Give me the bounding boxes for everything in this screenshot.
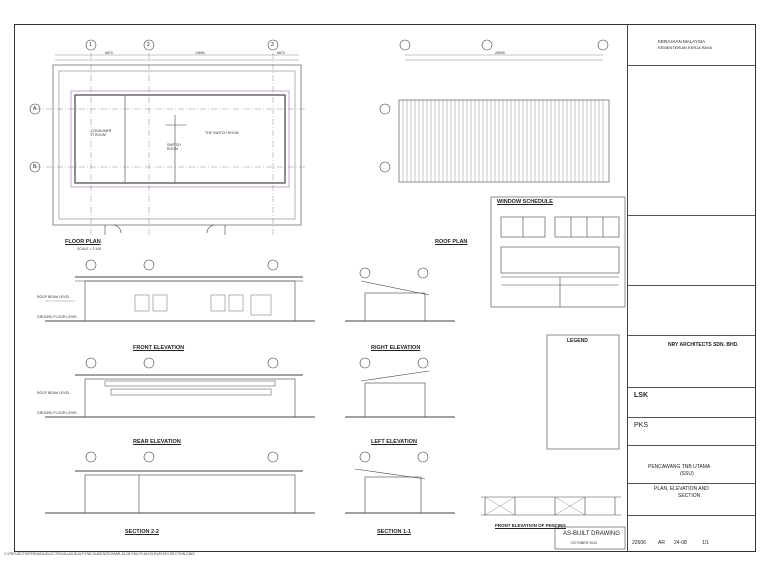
tb-ref: AR [658,540,665,546]
room-switch: THE SWITCH ROOM [205,131,239,135]
title-section-11: SECTION 1-1 [377,529,411,535]
title-floor-plan: FLOOR PLAN [65,239,101,245]
tb-project-2: (SSU) [680,471,694,477]
title-front-elevation: FRONT ELEVATION [133,345,185,351]
dim-1: 6670 [105,51,113,55]
as-built-label: AS-BUILT DRAWING [563,531,620,537]
title-fencing: FRONT ELEVATION OF FENCING [495,523,566,528]
title-window-schedule: WINDOW SCHEDULE [497,199,553,205]
tb-drawing-no: 22606 [632,540,646,546]
tb-project: PENCAWANG TNB UTAMA [648,464,711,470]
grid-label-b: B [33,164,37,170]
dim-2: 13650 [195,51,205,55]
title-rear-elevation: REAR ELEVATION [133,439,181,445]
legend-title: LEGEND [567,338,588,344]
room-switch-small: SWITCH ROOM [167,143,181,151]
dim-3: 6670 [277,51,285,55]
drawing-linework [29,39,626,550]
tb-consultant-nry: NRY ARCHITECTS SDN. BHD. [668,342,739,348]
tb-sheet: 24-08 [674,540,687,546]
title-roof-plan: ROOF PLAN [435,239,468,245]
level-roof-front: ROOF BEAM LEVEL [37,295,70,299]
tb-consultant-lsk: LSK [634,392,648,399]
level-ground-front: GROUND FLOOR LEVEL [37,315,78,319]
title-section-22: SECTION 2-2 [125,529,159,535]
grid-label-3: 3 [271,42,274,48]
tb-consultant-pks: PKS [634,422,649,429]
title-block: KERAJAAN MALAYSIA KEMENTERIAN KERJA RAYA… [628,25,755,551]
as-built-date: OCTOBER 2012 [571,541,598,545]
room-consumer: CONSUMER IT ROOM [91,129,112,137]
grid-label-2: 2 [147,42,150,48]
dim-4: 28990 [495,51,505,55]
drawing-sheet: 1 2 3 A B 6670 13650 6670 28990 CONSUMER… [14,24,756,552]
title-right-elevation: RIGHT ELEVATION [371,345,421,351]
tb-drawing-title: PLAN, ELEVATION AND [654,486,709,492]
level-ground-rear: GROUND FLOOR LEVEL [37,411,78,415]
tb-kerajaan: KERAJAAN MALAYSIA [658,39,706,44]
drawing-area: 1 2 3 A B 6670 13650 6670 28990 CONSUMER… [15,25,628,551]
scale-floor-plan: SCALE = 1:100 [77,247,102,251]
level-roof-rear: ROOF BEAM LEVEL [37,391,70,395]
tb-drawing-title-2: SECTION [678,493,701,499]
title-left-elevation: LEFT ELEVATION [371,439,417,445]
grid-label-a: A [33,106,37,112]
grid-label-1: 1 [89,42,92,48]
file-path-footer: C:\PROJECTS\PERSADA\ELECTRICAL\AS BUILT\… [4,552,195,556]
tb-rev: 1/1 [702,540,709,546]
tb-ministry: KEMENTERIAN KERJA RAYA [658,45,713,50]
